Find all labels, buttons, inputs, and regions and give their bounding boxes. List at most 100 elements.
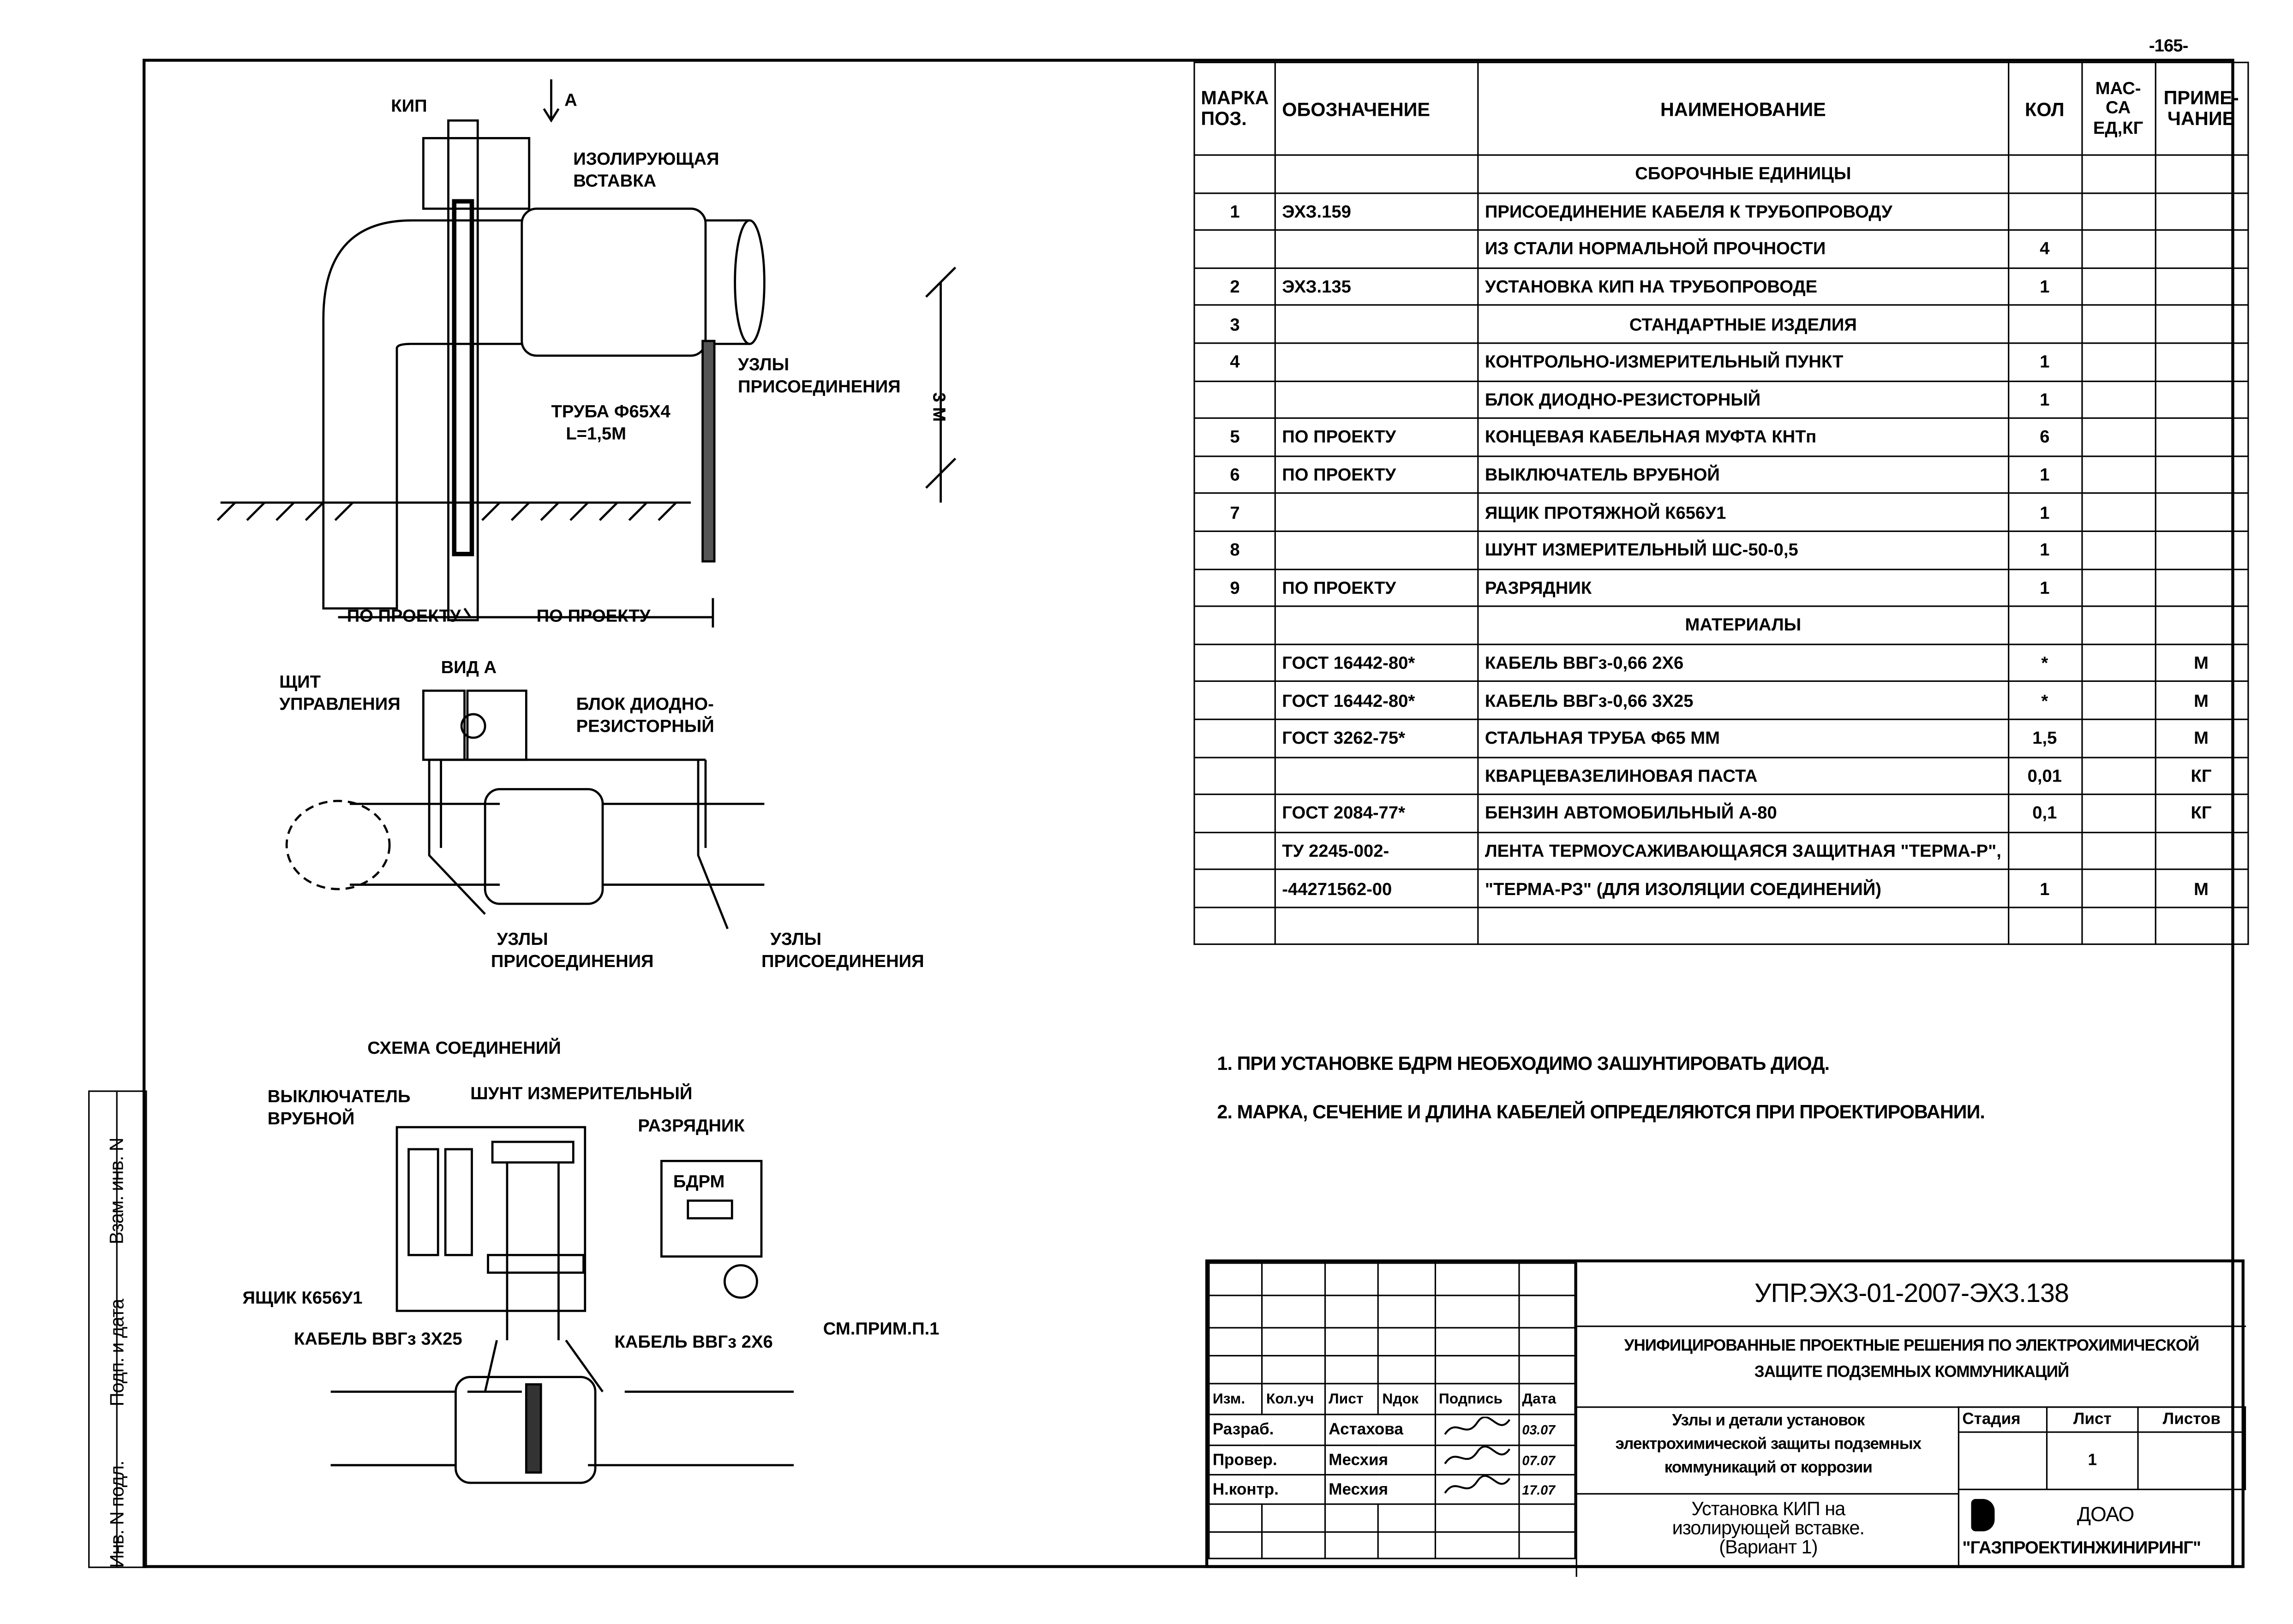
cell-qty (2007, 605, 2083, 645)
revision-cell (1434, 1531, 1519, 1559)
revision-cell (1324, 1327, 1380, 1357)
cell-name: МАТЕРИАЛЫ (1477, 605, 2009, 645)
cell-mass (2080, 530, 2156, 570)
cell-qty: 1 (2007, 380, 2083, 419)
cell-mass (2080, 493, 2156, 532)
revision-cell (1517, 1355, 1576, 1385)
cell-mass (2080, 794, 2156, 833)
cell-code: ПО ПРОЕКТУ (1275, 455, 1479, 495)
cell-qty (2007, 831, 2083, 871)
cell-mass (2080, 718, 2156, 758)
cell-mass (2080, 831, 2156, 871)
sign-date-label: Подп. и дата (106, 1299, 128, 1407)
company-logo-icon (1971, 1499, 1995, 1532)
company-type: ДОАО (2077, 1502, 2135, 1526)
diode-circle (460, 713, 486, 739)
spec-header-row: МАРКА ПОЗ. ОБОЗНАЧЕНИЕ НАИМЕНОВАНИЕ КОЛ … (1193, 61, 2249, 156)
cell-code (1275, 380, 1479, 419)
sheet-value: 1 (2046, 1431, 2139, 1490)
cell-qty (2007, 192, 2083, 231)
view-arrow-icon (543, 79, 560, 123)
cell-qty: 6 (2007, 418, 2083, 457)
revision-cell (1434, 1295, 1519, 1329)
drawing-title: (Вариант 1) (1719, 1535, 1818, 1558)
cell-qty: 0,01 (2007, 756, 2083, 795)
col-header-mass: МАС-СА ЕД,КГ (2080, 61, 2156, 156)
resistor-symbol (687, 1200, 733, 1220)
cell-note: М (2154, 681, 2249, 720)
cell-qty: 1 (2007, 342, 2083, 382)
signature (1434, 1445, 1519, 1476)
section-title: Узлы и детали установок электрохимическо… (1575, 1406, 1960, 1495)
cell-pos: 1 (1193, 192, 1276, 231)
cell-pos: 9 (1193, 568, 1276, 607)
cell-code (1275, 493, 1479, 532)
revision-cell (1208, 1327, 1263, 1357)
cell-name: СБОРОЧНЫЕ ЕДИНИЦЫ (1477, 154, 2009, 194)
cell-pos (1193, 229, 1276, 269)
revision-cell (1208, 1262, 1263, 1296)
note-2: 2. МАРКА, СЕЧЕНИЕ И ДЛИНА КАБЕЛЕЙ ОПРЕДЕ… (1217, 1100, 1985, 1123)
cell-note (2154, 831, 2249, 871)
col-header-pos: МАРКА ПОЗ. (1193, 61, 1276, 156)
cell-mass (2080, 568, 2156, 607)
cell-note (2154, 342, 2249, 382)
box-k656u1 (395, 1126, 587, 1312)
cell-mass (2080, 681, 2156, 720)
sheets-value (2137, 1431, 2246, 1490)
project-title: УНИФИЦИРОВАННЫЕ ПРОЕКТНЫЕ РЕШЕНИЯ ПО ЭЛЕ… (1624, 1337, 2200, 1355)
height-dimension (925, 267, 957, 503)
role-label: Разраб. (1208, 1414, 1326, 1446)
revision-cell (1517, 1295, 1576, 1329)
cell-name: ИЗ СТАЛИ НОРМАЛЬНОЙ ПРОЧНОСТИ (1477, 229, 2009, 269)
cell-code (1275, 756, 1479, 795)
revision-cell (1208, 1355, 1263, 1385)
cell-note (2154, 418, 2249, 457)
shunt-symbol (444, 1148, 473, 1256)
cell-code (1275, 530, 1479, 570)
cell-code (1275, 304, 1479, 344)
cell-qty: 1 (2007, 493, 2083, 532)
cell-note: М (2154, 869, 2249, 908)
cell-code: ЭХЗ.135 (1275, 267, 1479, 306)
cell-note (2154, 493, 2249, 532)
section-row: МАТЕРИАЛЫ (1193, 605, 2249, 645)
table-row (1193, 906, 2249, 946)
revision-cell (1377, 1531, 1436, 1559)
cell-pos (1193, 643, 1276, 682)
cell-pos (1193, 831, 1276, 871)
insert-label: ВСТАВКА (573, 171, 656, 191)
cell-qty: 1 (2007, 267, 2083, 306)
signature-scribble (1443, 1416, 1510, 1434)
cell-pos (1193, 681, 1276, 720)
col-header-note: ПРИМЕ-ЧАНИЕ (2154, 61, 2249, 156)
control-panel (422, 689, 466, 761)
cell-name: ВЫКЛЮЧАТЕЛЬ ВРУБНОЙ (1477, 455, 2009, 495)
section-row: СБОРОЧНЫЕ ЕДИНИЦЫ (1193, 154, 2249, 194)
revision-col-header: Подпись (1434, 1383, 1519, 1415)
arrester-symbol (491, 1140, 575, 1164)
col-header-name: НАИМЕНОВАНИЕ (1477, 61, 2009, 156)
cell-note (2154, 304, 2249, 344)
nodes-label: УЗЛЫ (770, 929, 821, 949)
revision-cell (1517, 1262, 1576, 1296)
nodes-label: УЗЛЫ (497, 929, 548, 949)
revision-cell (1324, 1503, 1380, 1533)
cell-pos: 2 (1193, 267, 1276, 306)
cell-mass (2080, 304, 2156, 344)
cell-qty: 1 (2007, 869, 2083, 908)
revision-cell (1434, 1355, 1519, 1385)
cell-note (2154, 605, 2249, 645)
cell-note: КГ (2154, 756, 2249, 795)
shunt-label: ШУНТ ИЗМЕРИТЕЛЬНЫЙ (470, 1083, 692, 1104)
